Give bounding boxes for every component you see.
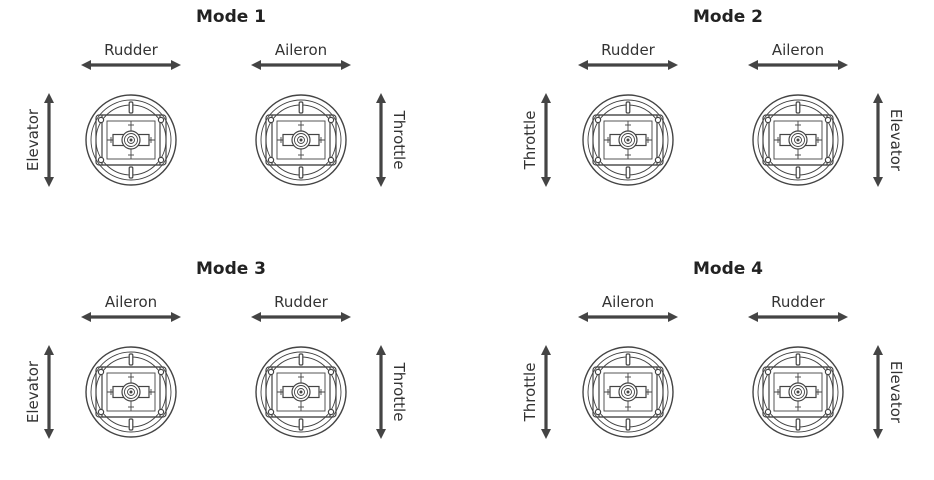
mode-2-right-horizontal-arrow xyxy=(748,60,848,70)
mode-4-right-vertical-arrow xyxy=(873,345,883,439)
mode-2-right-horizontal-label: Aileron xyxy=(772,41,824,59)
mode-4-left-horizontal-label: Aileron xyxy=(602,293,654,311)
mode-4-left-vertical-label: Throttle xyxy=(521,363,539,423)
mode-1-title: Mode 1 xyxy=(196,7,266,27)
mode-2-left-horizontal-label: Rudder xyxy=(601,41,656,59)
mode-1-right-horizontal-arrow xyxy=(251,60,351,70)
mode-2-left-gimbal-icon xyxy=(582,94,674,186)
mode-1-left-gimbal-icon xyxy=(85,94,177,186)
mode-3-left-vertical-label: Elevator xyxy=(24,360,42,423)
mode-3-left-horizontal-label: Aileron xyxy=(105,293,157,311)
mode-3-left-horizontal-arrow xyxy=(81,312,181,322)
mode-3-left-vertical-arrow xyxy=(44,345,54,439)
mode-3-right-vertical-arrow xyxy=(376,345,386,439)
mode-2-left-vertical-label: Throttle xyxy=(521,111,539,171)
mode-4-left-vertical-arrow xyxy=(541,345,551,439)
mode-4-left-gimbal-icon xyxy=(582,346,674,438)
mode-4-left-horizontal-arrow xyxy=(578,312,678,322)
mode-3-right-vertical-label: Throttle xyxy=(390,362,408,422)
mode-3-right-gimbal-icon xyxy=(255,346,347,438)
mode-1-left-horizontal-label: Rudder xyxy=(104,41,159,59)
mode-4-title: Mode 4 xyxy=(693,259,763,279)
mode-1-right-vertical-label: Throttle xyxy=(390,110,408,170)
mode-2-right-vertical-arrow xyxy=(873,93,883,187)
mode-4-right-horizontal-arrow xyxy=(748,312,848,322)
mode-2-left-vertical-arrow xyxy=(541,93,551,187)
mode-1-right-vertical-arrow xyxy=(376,93,386,187)
mode-3-right-horizontal-label: Rudder xyxy=(274,293,329,311)
mode-4-right-gimbal-icon xyxy=(752,346,844,438)
mode-4-right-vertical-label: Elevator xyxy=(887,361,905,424)
mode-2-right-gimbal-icon xyxy=(752,94,844,186)
mode-1-right-horizontal-label: Aileron xyxy=(275,41,327,59)
mode-1-right-gimbal-icon xyxy=(255,94,347,186)
mode-2-right-vertical-label: Elevator xyxy=(887,109,905,172)
mode-1-left-vertical-arrow xyxy=(44,93,54,187)
mode-3-right-horizontal-arrow xyxy=(251,312,351,322)
mode-4-right-horizontal-label: Rudder xyxy=(771,293,826,311)
mode-2-title: Mode 2 xyxy=(693,7,763,27)
mode-1-left-horizontal-arrow xyxy=(81,60,181,70)
mode-1-left-vertical-label: Elevator xyxy=(24,108,42,171)
mode-3-left-gimbal-icon xyxy=(85,346,177,438)
mode-3-title: Mode 3 xyxy=(196,259,266,279)
mode-2-left-horizontal-arrow xyxy=(578,60,678,70)
